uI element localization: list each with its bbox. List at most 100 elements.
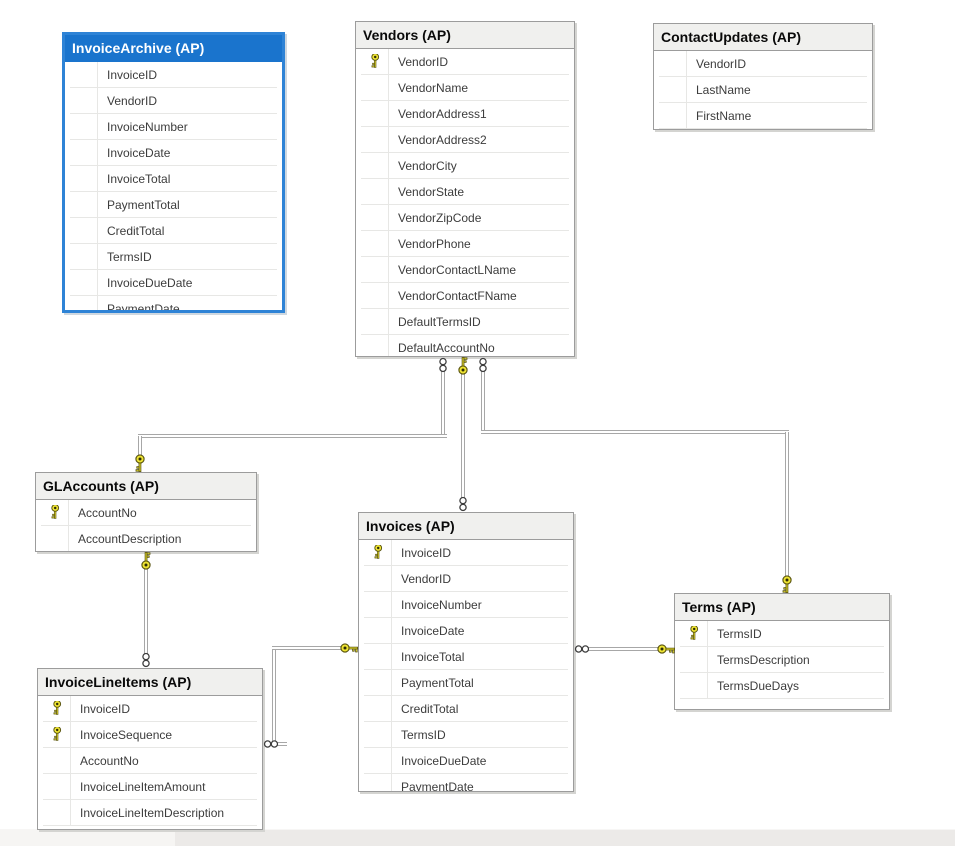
column-name: PaymentDate <box>107 301 180 313</box>
column-row[interactable]: VendorID <box>364 566 568 592</box>
relationship-line-terms-invoices[interactable] <box>588 647 659 651</box>
row-gutter <box>659 103 687 128</box>
table-header-invoice-line-items[interactable]: InvoiceLineItems (AP) <box>38 669 262 696</box>
column-row[interactable]: VendorZipCode <box>361 205 569 231</box>
column-name: VendorAddress1 <box>398 106 487 121</box>
column-name: InvoiceDate <box>107 145 171 160</box>
column-row[interactable]: InvoiceNumber <box>364 592 568 618</box>
column-row[interactable]: FirstName <box>659 103 867 129</box>
column-row[interactable]: VendorID <box>70 88 277 114</box>
relationship-line-vendors-terms[interactable] <box>785 432 789 577</box>
column-row[interactable]: AccountNo <box>41 500 251 526</box>
column-name: AccountNo <box>78 505 137 520</box>
row-gutter <box>361 205 389 230</box>
column-row[interactable]: InvoiceDueDate <box>364 748 568 774</box>
relationship-line-glaccounts-invoicelineitems[interactable] <box>144 568 148 654</box>
column-row[interactable]: TermsDueDays <box>680 673 884 699</box>
row-gutter <box>364 566 392 591</box>
column-row[interactable]: PaymentDate <box>364 774 568 791</box>
column-name: VendorName <box>398 80 469 95</box>
column-row[interactable]: VendorAddress2 <box>361 127 569 153</box>
column-name: InvoiceDueDate <box>401 753 487 768</box>
column-row[interactable]: VendorName <box>361 75 569 101</box>
column-row[interactable]: DefaultAccountNo <box>361 335 569 356</box>
column-row[interactable]: CreditTotal <box>364 696 568 722</box>
column-row[interactable]: InvoiceLineItemAmount <box>43 774 257 800</box>
table-header-gl-accounts[interactable]: GLAccounts (AP) <box>36 473 256 500</box>
row-gutter <box>361 257 389 282</box>
column-row[interactable]: VendorContactFName <box>361 283 569 309</box>
column-row[interactable]: DefaultTermsID <box>361 309 569 335</box>
column-row[interactable]: InvoiceSequence <box>43 722 257 748</box>
column-row[interactable]: VendorID <box>659 51 867 77</box>
column-row[interactable]: TermsDescription <box>680 647 884 673</box>
column-row[interactable]: InvoiceDueDate <box>70 270 277 296</box>
column-name: InvoiceLineItemDescription <box>80 805 225 820</box>
column-row[interactable]: VendorContactLName <box>361 257 569 283</box>
relationship-line-invoices-invoicelineitems[interactable] <box>277 742 287 746</box>
column-name: PaymentTotal <box>107 197 180 212</box>
column-name: TermsDescription <box>717 652 810 667</box>
primary-key-icon <box>41 500 69 525</box>
column-row[interactable]: InvoiceDate <box>70 140 277 166</box>
column-name: InvoiceDueDate <box>107 275 193 290</box>
column-row[interactable]: PaymentTotal <box>70 192 277 218</box>
column-name: InvoiceTotal <box>401 649 465 664</box>
relationship-line-vendors-glaccounts[interactable] <box>138 436 142 456</box>
column-row[interactable]: VendorCity <box>361 153 569 179</box>
table-header-contact-updates[interactable]: ContactUpdates (AP) <box>654 24 872 51</box>
relationship-line-vendors-terms[interactable] <box>481 430 789 434</box>
horizontal-scrollbar[interactable] <box>0 829 955 846</box>
column-row[interactable]: InvoiceDate <box>364 618 568 644</box>
relationship-line-vendors-terms[interactable] <box>481 371 485 432</box>
column-name: CreditTotal <box>107 223 165 238</box>
row-gutter <box>364 696 392 721</box>
column-name: CreditTotal <box>401 701 459 716</box>
column-row[interactable]: CreditTotal <box>70 218 277 244</box>
column-row[interactable]: InvoiceID <box>70 62 277 88</box>
column-row[interactable]: PaymentTotal <box>364 670 568 696</box>
column-row[interactable]: TermsID <box>364 722 568 748</box>
column-row[interactable]: InvoiceID <box>43 696 257 722</box>
column-row[interactable]: VendorID <box>361 49 569 75</box>
column-row[interactable]: TermsID <box>680 621 884 647</box>
table-header-terms[interactable]: Terms (AP) <box>675 594 889 621</box>
column-row[interactable]: VendorState <box>361 179 569 205</box>
column-name: DefaultTermsID <box>398 314 481 329</box>
table-header-invoices[interactable]: Invoices (AP) <box>359 513 573 540</box>
column-row[interactable]: InvoiceTotal <box>70 166 277 192</box>
table-header-vendors[interactable]: Vendors (AP) <box>356 22 574 49</box>
relationship-line-invoices-invoicelineitems[interactable] <box>272 646 342 650</box>
column-row[interactable]: InvoiceNumber <box>70 114 277 140</box>
primary-key-icon <box>361 49 389 74</box>
column-row[interactable]: AccountDescription <box>41 526 251 551</box>
column-row[interactable]: VendorAddress1 <box>361 101 569 127</box>
column-row[interactable]: AccountNo <box>43 748 257 774</box>
column-name: VendorID <box>398 54 449 69</box>
column-row[interactable]: VendorPhone <box>361 231 569 257</box>
many-endpoint-icon <box>141 652 151 668</box>
column-row[interactable]: InvoiceTotal <box>364 644 568 670</box>
row-gutter <box>659 51 687 76</box>
column-row[interactable]: PaymentDate <box>70 296 277 313</box>
column-name: VendorID <box>696 56 747 71</box>
column-row[interactable]: TermsID <box>70 244 277 270</box>
relationship-line-vendors-glaccounts[interactable] <box>441 371 445 438</box>
relationship-line-vendors-invoices[interactable] <box>461 373 465 498</box>
relationship-line-invoices-invoicelineitems[interactable] <box>272 648 276 746</box>
table-header-invoice-archive[interactable]: InvoiceArchive (AP) <box>65 35 282 62</box>
column-name: VendorState <box>398 184 465 199</box>
row-gutter <box>361 179 389 204</box>
relationship-line-vendors-glaccounts[interactable] <box>138 434 447 438</box>
column-row[interactable]: InvoiceLineItemDescription <box>43 800 257 826</box>
column-row[interactable]: LastName <box>659 77 867 103</box>
horizontal-scrollbar-thumb[interactable] <box>0 830 175 846</box>
column-row[interactable]: InvoiceID <box>364 540 568 566</box>
